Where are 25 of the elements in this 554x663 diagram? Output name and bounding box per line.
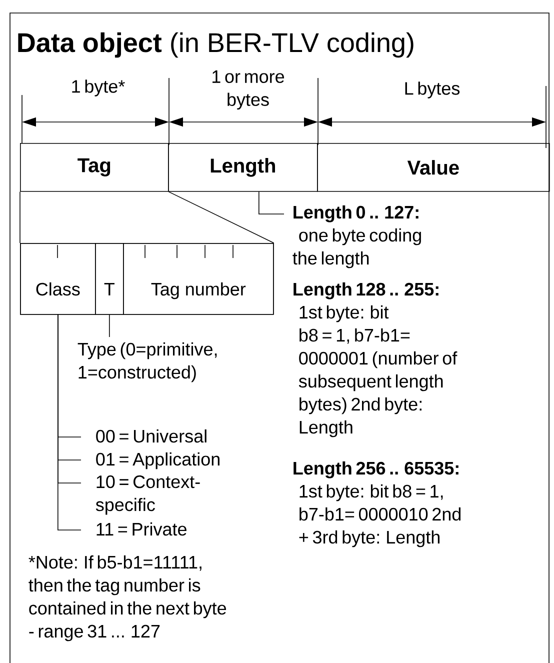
dimension-label: L bytes bbox=[405, 82, 460, 98]
connector-line bbox=[258, 191, 284, 214]
bit-field-cell: Class bbox=[20, 243, 96, 315]
connector-line bbox=[109, 314, 110, 338]
annotation-text: Length 0 .. 127: one byte coding the length bbox=[292, 205, 421, 268]
annotation-text: 00 = Universal bbox=[96, 429, 206, 443]
heading-text: Length 128 .. 255: bbox=[294, 282, 438, 300]
annotation-text: 11 = Private bbox=[96, 522, 186, 536]
note-text: 1st byte: bit b8 = 1, b7-b1= 0000010 2nd + 3rd byte: Length bbox=[299, 484, 461, 548]
note-text: *Note: If b5-b1=11111, then the tag number is contained in the next byte - range 31 ... 127 bbox=[28, 555, 226, 642]
field-box: Length bbox=[168, 143, 318, 192]
field-box: Tag bbox=[20, 143, 169, 192]
bit-field-cell: Tag number bbox=[123, 243, 274, 315]
zoom-line bbox=[168, 191, 274, 244]
title: Data object (in BER-TLV coding) bbox=[18, 32, 414, 58]
dimension-label: 1 byte* bbox=[72, 80, 125, 96]
heading-text: Length 256 .. 65535: bbox=[294, 461, 458, 478]
connector-line bbox=[58, 314, 82, 530]
dimension-label: 1 or more bytes bbox=[212, 70, 284, 110]
note-text: 1st byte: bit b8 = 1, b7-b1= 0000001 (number of subsequent length bytes) 2nd byte: Length bbox=[298, 305, 458, 438]
field-box: Value bbox=[317, 143, 550, 192]
annotation-text: 01 = Application bbox=[96, 452, 220, 470]
bit-field-cell: T bbox=[95, 243, 124, 315]
annotation-text: Type (0=primitive, 1=constructed) bbox=[78, 342, 217, 382]
annotation-text: 10 = Context-specific bbox=[96, 475, 200, 515]
